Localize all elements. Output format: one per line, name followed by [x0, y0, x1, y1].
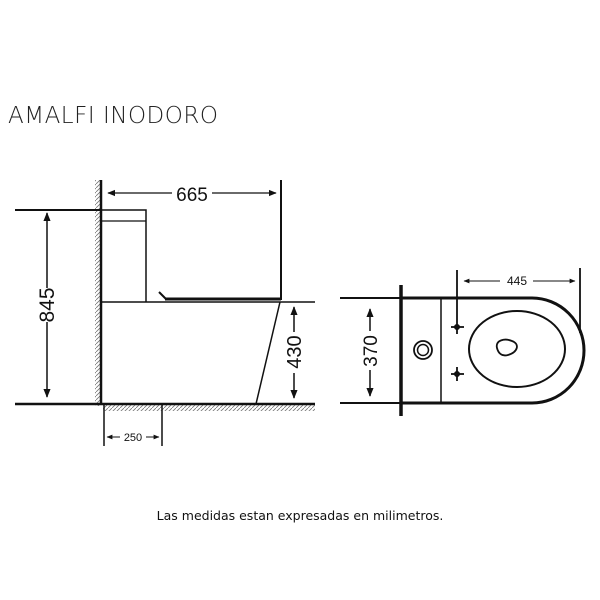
- dim-370-label: 370: [361, 335, 382, 367]
- dim-250-label: 250: [124, 432, 142, 444]
- dim-845-label: 845: [36, 287, 59, 322]
- tank: [101, 209, 147, 302]
- toilet-outline: [401, 296, 586, 405]
- side-view: [15, 180, 315, 446]
- drain-hole: [495, 338, 518, 357]
- product-title: AMALFI INODORO: [8, 103, 219, 129]
- flush-button-icon: [413, 340, 433, 360]
- wall-hatch: [95, 180, 101, 406]
- dim-665-label: 665: [176, 185, 208, 206]
- seat-hinge: [158, 291, 167, 300]
- dim-445-label: 445: [507, 274, 527, 288]
- floor-hatch: [103, 405, 315, 411]
- dim-430-label: 430: [284, 335, 306, 368]
- bowl-rim: [468, 310, 566, 388]
- top-view: [340, 268, 586, 416]
- units-caption: Las medidas estan expresadas en milimetr…: [156, 508, 444, 523]
- bowl-front: [255, 301, 281, 405]
